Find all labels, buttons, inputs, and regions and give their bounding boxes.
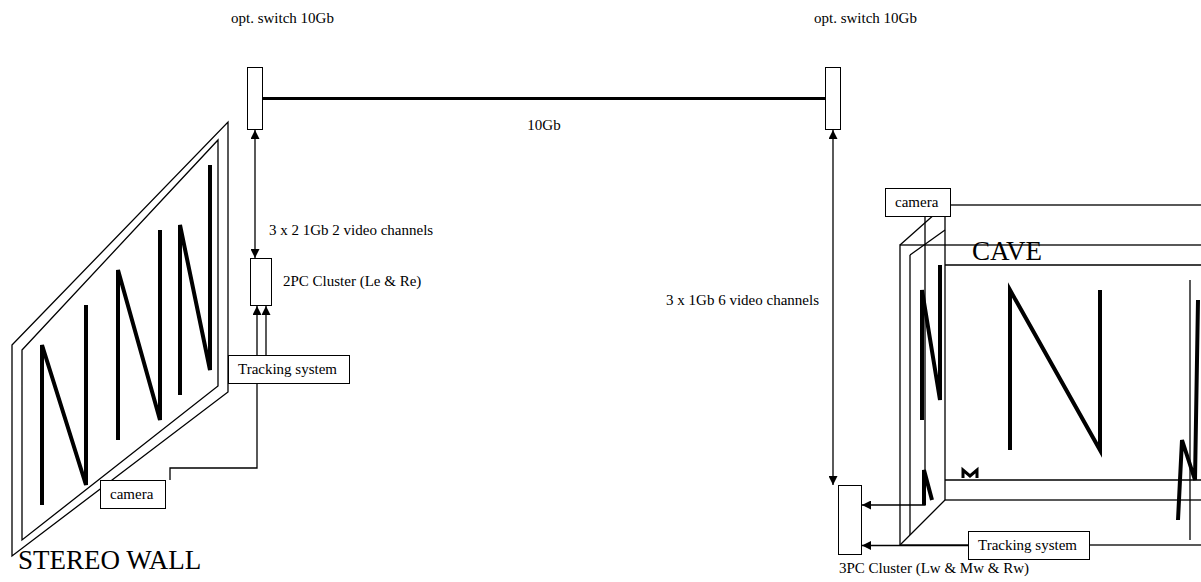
pc-cluster: 3PC Cluster (Lw & Mw & Rw) — [838, 485, 862, 555]
cave-drawing — [900, 205, 1201, 545]
stereo-wall-label: STEREO WALL — [18, 545, 201, 575]
camera-box: camera — [100, 480, 166, 509]
node-label: Tracking system — [978, 537, 1080, 554]
connector — [862, 217, 925, 505]
stereo-wall-drawing — [12, 122, 228, 556]
connector — [265, 306, 266, 355]
link-label: 3 x 2 1Gb 2 video channels — [267, 222, 435, 239]
link-label: 3 x 1Gb 6 video channels — [664, 292, 821, 309]
connector — [170, 306, 257, 480]
node-label: 2PC Cluster (Le & Re) — [283, 273, 421, 290]
pc-cluster: 2PC Cluster (Le & Re) — [250, 258, 272, 306]
node-label: camera — [110, 486, 156, 503]
connector — [862, 545, 968, 546]
optical-switch: opt. switch 10Gb — [247, 67, 263, 130]
link-label: 10Gb — [525, 117, 562, 134]
tracking-system-box: Tracking system — [228, 355, 350, 384]
node-label: opt. switch 10Gb — [231, 10, 334, 27]
node-label: opt. switch 10Gb — [814, 10, 917, 27]
fiber-link — [263, 97, 825, 100]
node-label: 3PC Cluster (Lw & Mw & Rw) — [839, 560, 1029, 577]
cave-label: CAVE — [972, 236, 1042, 266]
connector — [254, 130, 255, 258]
node-label: Tracking system — [238, 361, 340, 378]
camera-box: camera — [885, 188, 951, 217]
tracking-system-box: Tracking system — [968, 531, 1090, 560]
optical-switch: opt. switch 10Gb — [825, 67, 841, 130]
node-label: camera — [895, 194, 941, 211]
connector — [832, 130, 833, 485]
